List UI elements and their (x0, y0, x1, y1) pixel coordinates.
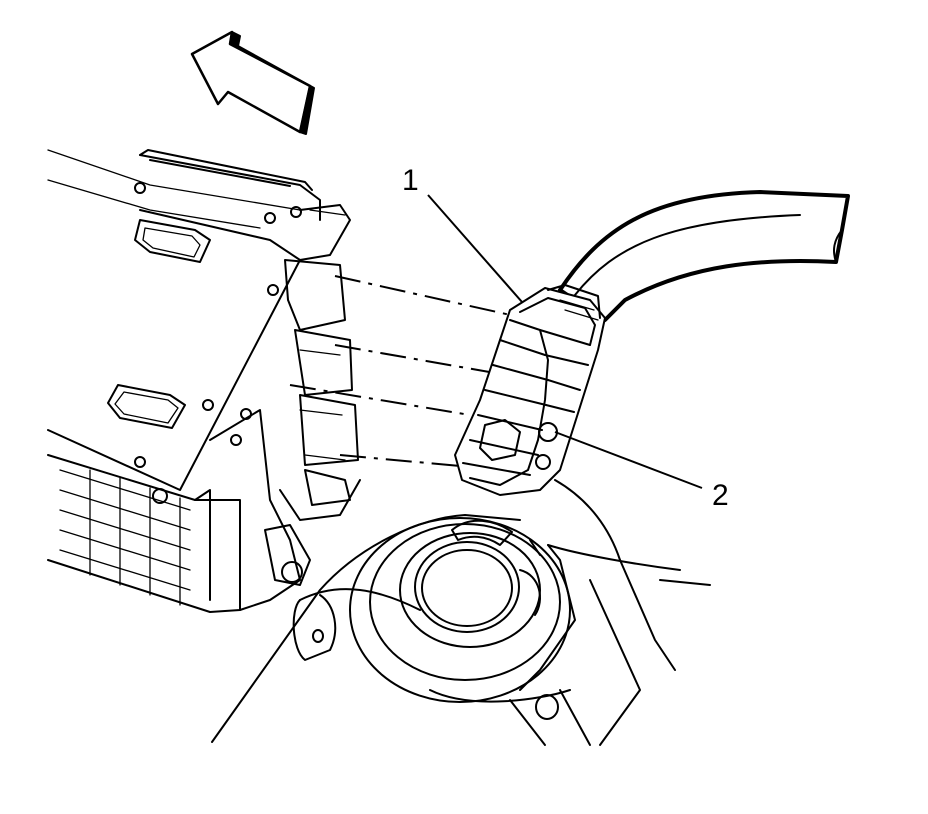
electrical-connector (454, 284, 606, 496)
callout-2-label: 2 (712, 479, 729, 512)
callout-2-leader (554, 431, 703, 489)
forward-arrow-icon (190, 30, 315, 135)
callout-1: 1 (402, 164, 523, 303)
callout-2: 2 (554, 431, 729, 512)
wiring-harness (558, 190, 850, 322)
callout-1-leader (427, 194, 523, 303)
module-housing (47, 149, 361, 613)
callout-1-label: 1 (402, 164, 419, 197)
alignment-lines (289, 275, 516, 467)
strut-tower (211, 479, 711, 746)
